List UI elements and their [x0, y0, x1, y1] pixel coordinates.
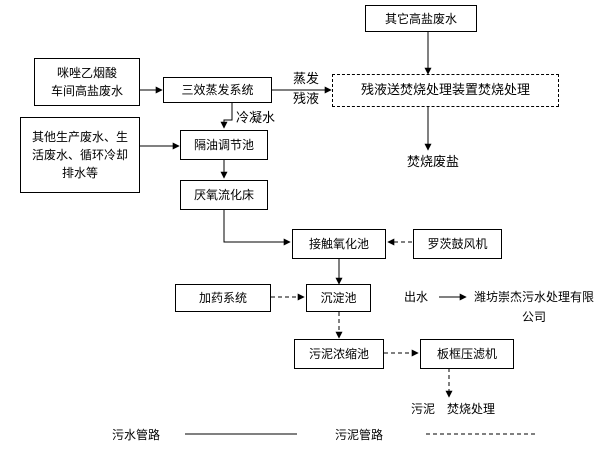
legend-sludge-label: 污泥管路 [335, 428, 384, 442]
node-sedimentation-tank: 沉淀池 [306, 284, 371, 312]
node-triple-evaporator: 三效蒸发系统 [163, 77, 272, 103]
node-contact-oxidation: 接触氧化池 [292, 229, 386, 259]
edge-condensate-to-oil-tank [220, 103, 233, 129]
label-incinerated-salt: 焚烧废盐 [407, 155, 460, 170]
label-company-line-1: 潍坊崇杰污水处理有限 [474, 290, 595, 304]
node-other-wastewater-line-1: 其他生产废水、生 [31, 130, 128, 144]
node-mizuo-wastewater: 咪唑乙烟酸 车间高盐废水 [34, 58, 140, 106]
node-incineration-device: 残液送焚烧处理装置焚烧处理 [332, 74, 559, 107]
node-roots-blower: 罗茨鼓风机 [413, 229, 502, 259]
label-company-line-2: 公司 [522, 310, 547, 324]
node-other-wastewater-line-3: 排水等 [61, 166, 98, 180]
node-other-high-salt-wastewater: 其它高盐废水 [365, 5, 477, 32]
label-incineration: 焚烧处理 [447, 402, 496, 416]
label-effluent: 出水 [404, 290, 429, 304]
node-mizuo-line-2: 车间高盐废水 [50, 84, 123, 98]
label-sludge: 污泥 [411, 402, 436, 416]
node-sludge-thickener: 污泥浓缩池 [294, 339, 384, 369]
node-other-wastewater: 其他生产废水、生 活废水、循环冷却 排水等 [20, 117, 140, 193]
label-residual: 残液 [293, 92, 320, 107]
node-anaerobic-bed: 厌氧流化床 [180, 180, 268, 210]
edge-anaerobic-to-oxidation [223, 210, 291, 246]
label-evaporation: 蒸发 [293, 72, 320, 87]
node-oil-separation-tank: 隔油调节池 [180, 130, 268, 160]
legend-wastewater-label: 污水管路 [112, 428, 161, 442]
label-condensate: 冷凝水 [236, 111, 276, 126]
node-dosing-system: 加药系统 [175, 284, 271, 312]
node-filter-press: 板框压滤机 [420, 339, 514, 369]
node-other-wastewater-line-2: 活废水、循环冷却 [31, 148, 128, 162]
node-mizuo-line-1: 咪唑乙烟酸 [56, 66, 117, 80]
